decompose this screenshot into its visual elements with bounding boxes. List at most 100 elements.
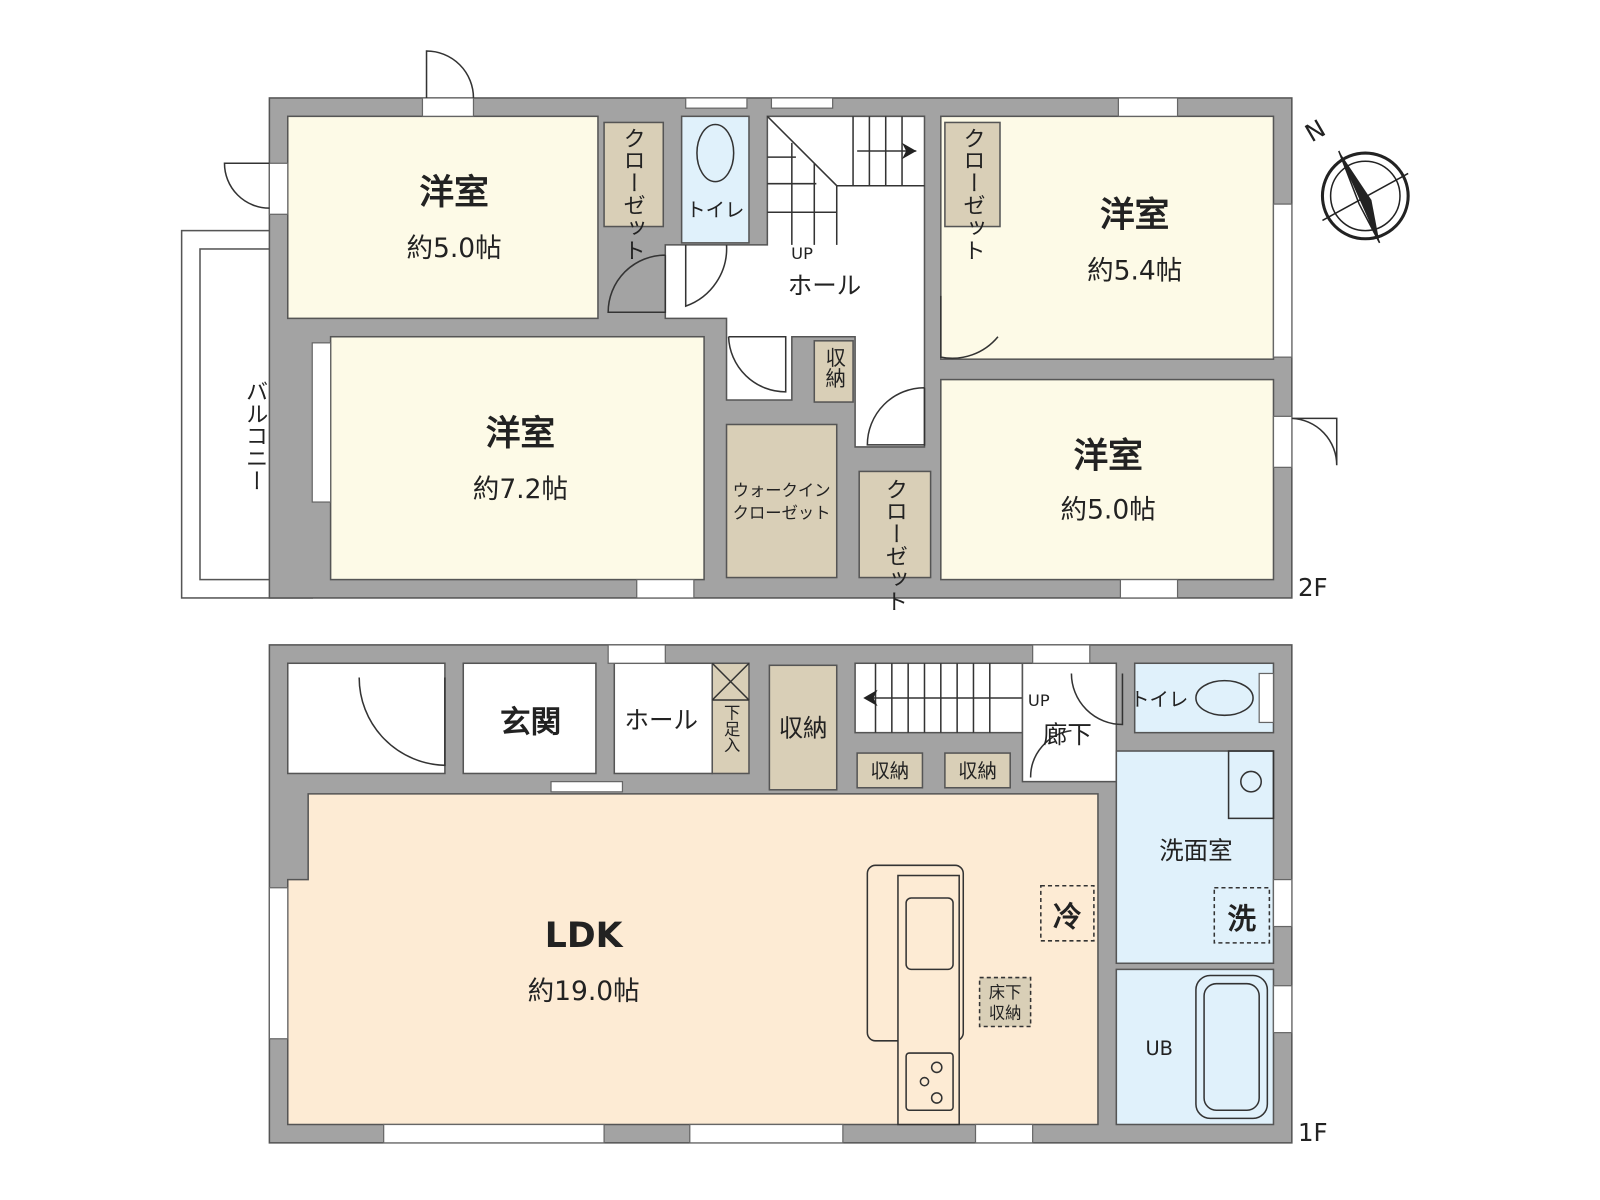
room-western-7-2 <box>329 335 705 581</box>
wic-label: ウォークイン <box>733 481 831 500</box>
storage-1f-1 <box>768 664 838 791</box>
door-swing <box>940 295 999 360</box>
closet-label: クローゼット <box>620 127 646 262</box>
wash-basin <box>1227 750 1275 820</box>
room-area: 約5.0帖 <box>406 233 501 264</box>
compass: N <box>1300 114 1410 244</box>
closet-label: クローゼット <box>882 478 908 613</box>
stairs-arrow-icon <box>902 142 917 160</box>
window <box>1272 203 1293 358</box>
entrance-label: 玄関 <box>500 706 561 741</box>
storage-1f-3 <box>944 752 1011 789</box>
washer-space <box>1213 886 1271 944</box>
window <box>770 97 834 109</box>
kitchen-counter <box>897 874 960 1126</box>
window <box>311 342 332 503</box>
walk-in-closet <box>725 423 838 579</box>
window <box>550 781 624 793</box>
underfloor-storage <box>978 976 1032 1028</box>
storage-2f <box>813 340 854 403</box>
room-name: 洋室 <box>419 172 488 213</box>
balcony-label: バルコニー <box>242 380 268 492</box>
window <box>1117 97 1179 117</box>
storage-1f-2 <box>856 752 924 789</box>
ldk <box>286 793 1099 1126</box>
fridge-space <box>1040 884 1095 942</box>
porch <box>286 662 446 775</box>
washroom <box>1115 750 1275 965</box>
closet-2 <box>944 121 1001 228</box>
hall-label: ホール <box>625 706 698 735</box>
window <box>1119 578 1179 599</box>
washroom-label: 洗面室 <box>1159 836 1232 865</box>
door-swing <box>358 677 446 767</box>
hall-2f <box>664 115 926 448</box>
underfloor-storage-label: 収納 <box>989 1003 1022 1022</box>
door-swing <box>1291 417 1338 466</box>
shoe-storage-x <box>711 662 750 701</box>
room-western-5-0-south <box>940 378 1275 581</box>
door-swing <box>1029 729 1072 778</box>
door-swing <box>1070 673 1124 726</box>
stove-icon <box>905 1052 954 1111</box>
bathtub-icon <box>1195 974 1269 1120</box>
window <box>1032 644 1091 664</box>
floor-label-1f: 1F <box>1298 1118 1328 1147</box>
room-area: 約5.4帖 <box>1087 256 1182 287</box>
room-area: 約7.2帖 <box>473 474 568 505</box>
wash-basin-icon <box>1240 770 1262 793</box>
stairs-lines <box>863 663 1023 733</box>
window <box>421 97 475 117</box>
up-label: UP <box>1028 691 1050 710</box>
closet-label: クローゼット <box>959 127 985 262</box>
room-name: 洋室 <box>486 413 555 454</box>
shoe-storage-label: 下足入 <box>721 704 740 753</box>
stairs-2f <box>766 115 925 245</box>
toilet-1f <box>1133 662 1275 734</box>
storage-label: 収納 <box>779 714 828 743</box>
compass-north-label: N <box>1300 114 1330 148</box>
ldk-name: LDK <box>545 916 624 956</box>
stairs-arrow-icon <box>863 689 878 707</box>
storage-label: 収納 <box>822 347 846 388</box>
sink-icon <box>905 897 954 971</box>
window <box>268 887 289 1040</box>
room-area: 約5.0帖 <box>1061 494 1156 525</box>
up-label: UP <box>791 244 813 263</box>
door-swing <box>425 50 475 98</box>
hall-label: ホール <box>788 271 861 300</box>
window <box>383 1123 605 1144</box>
storage-label: 収納 <box>958 760 997 783</box>
toilet-label: トイレ <box>1130 688 1188 711</box>
door-swing <box>684 244 728 308</box>
door-swing <box>727 335 787 393</box>
toilet-bowl-icon <box>1195 679 1254 717</box>
closet-1 <box>603 121 665 228</box>
window <box>268 162 289 215</box>
window <box>689 1123 844 1144</box>
closet-3 <box>858 470 932 579</box>
window <box>1272 985 1293 1034</box>
washer-label: 洗 <box>1228 902 1257 936</box>
toilet-label: トイレ <box>686 198 744 221</box>
entrance <box>462 662 597 775</box>
ldk-area: 約19.0帖 <box>528 976 640 1007</box>
floor-2: バルコニー <box>180 50 1338 613</box>
window <box>1272 878 1293 928</box>
room-western-5-0-north <box>286 115 599 320</box>
toilet-2f <box>680 115 750 244</box>
storage-label: 収納 <box>870 760 909 783</box>
window <box>685 97 748 109</box>
corridor-label: 廊下 <box>1043 720 1092 749</box>
door-swing <box>223 162 270 209</box>
floor-1: 玄関 ホール 下足入 収納 収納 収納 UP 廊下 トイレ 洗面室 洗 冷 床下… <box>268 644 1328 1147</box>
window <box>1258 672 1275 724</box>
wic-label: クローゼット <box>733 503 831 522</box>
door-swing <box>866 386 926 446</box>
floor-label-2f: 2F <box>1298 573 1328 602</box>
room-name: 洋室 <box>1073 435 1142 476</box>
window <box>1272 415 1293 468</box>
bathroom <box>1115 968 1275 1126</box>
window <box>974 1123 1034 1144</box>
